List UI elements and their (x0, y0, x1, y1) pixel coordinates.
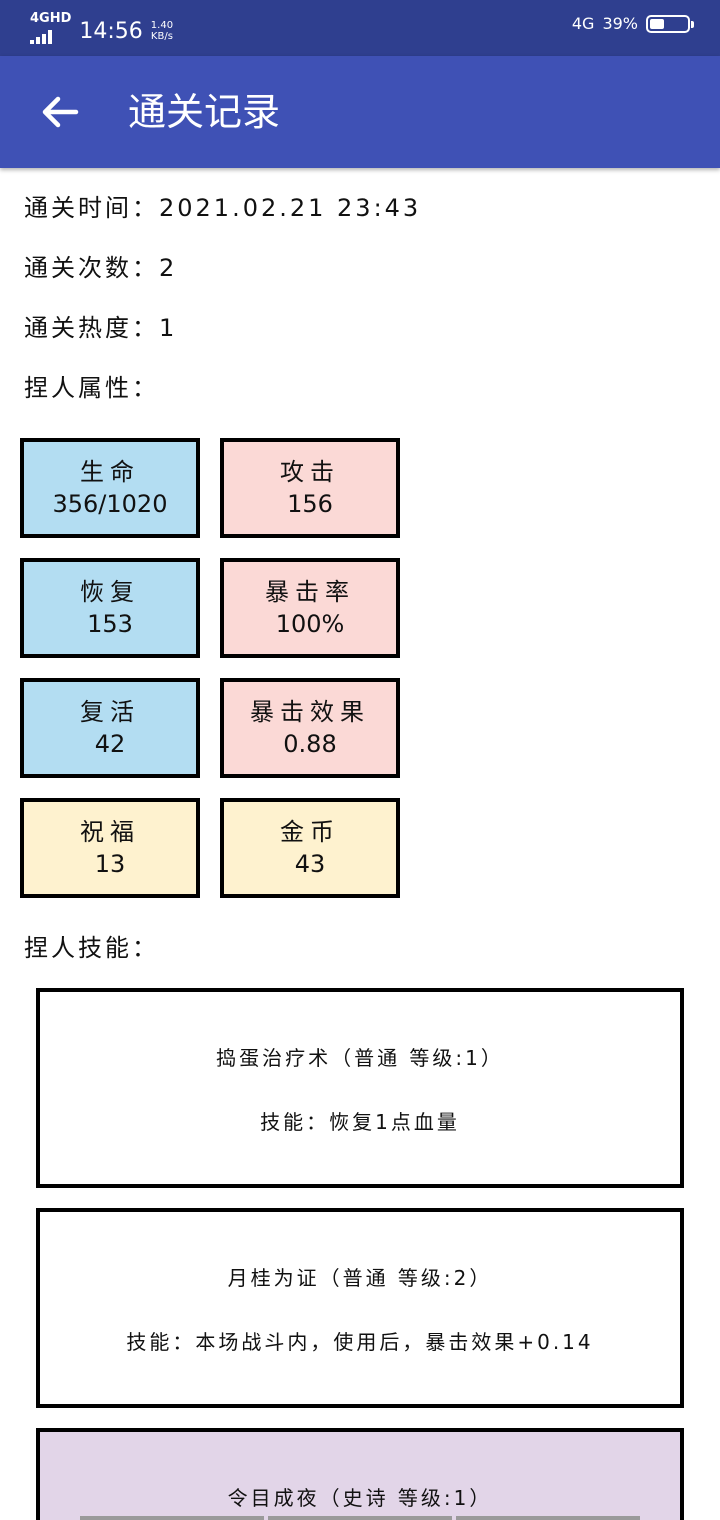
attr-card-gold: 金币 43 (220, 798, 400, 898)
attr-value: 153 (87, 610, 133, 638)
status-bar: 4GHD 14:56 1.40 KB/s 4G 39% (0, 0, 720, 56)
skill-name: 捣蛋治疗术（普通 等级:1） (216, 1046, 504, 1070)
speed-unit: KB/s (150, 31, 173, 42)
status-right: 4G 39% (571, 14, 694, 33)
skill-name: 令目成夜（史诗 等级:1） (227, 1486, 493, 1510)
attr-label: 攻击 (280, 458, 340, 486)
attr-label: 恢复 (80, 578, 140, 606)
attr-card-blessing: 祝福 13 (20, 798, 200, 898)
attr-card-crit-rate: 暴击率 100% (220, 558, 400, 658)
attr-label: 生命 (80, 458, 140, 486)
attr-value: 100% (275, 610, 345, 638)
attr-label: 暴击效果 (250, 698, 370, 726)
skill-desc: 技能：恢复1点血量 (260, 1110, 460, 1134)
attr-label: 复活 (80, 698, 140, 726)
page-title: 通关记录 (128, 90, 281, 134)
skill-card: 令目成夜（史诗 等级:1） (36, 1428, 684, 1520)
attr-value: 43 (294, 850, 326, 878)
battery-percent: 39% (602, 14, 638, 33)
skill-card: 捣蛋治疗术（普通 等级:1） 技能：恢复1点血量 (36, 988, 684, 1188)
battery-icon (646, 14, 694, 33)
clear-time: 通关时间：2021.02.21 23:43 (24, 194, 422, 222)
attr-value: 356/1020 (52, 490, 168, 518)
app-bar: 通关记录 (0, 56, 720, 168)
attr-card-hp: 生命 356/1020 (20, 438, 200, 538)
attr-value: 42 (94, 730, 126, 758)
signal-indicator: 4GHD (30, 12, 71, 50)
signal-icon (30, 30, 52, 44)
clock: 14:56 (79, 18, 143, 44)
attr-card-attack: 攻击 156 (220, 438, 400, 538)
status-left: 4GHD 14:56 1.40 KB/s (30, 12, 173, 50)
attr-card-recover: 恢复 153 (20, 558, 200, 658)
skill-name: 月桂为证（普通 等级:2） (227, 1266, 493, 1290)
bottom-overlay-bars (80, 1516, 640, 1520)
clear-heat: 通关热度：1 (24, 314, 178, 342)
skills-heading: 捏人技能： (24, 934, 159, 962)
attr-value: 0.88 (283, 730, 337, 758)
network-type-right: 4G (571, 14, 595, 33)
skill-desc: 技能：本场战斗内，使用后，暴击效果+0.14 (126, 1330, 594, 1354)
speed-value: 1.40 (150, 20, 174, 31)
network-type: 4GHD (30, 11, 72, 26)
attr-value: 13 (94, 850, 126, 878)
attr-label: 祝福 (80, 818, 140, 846)
attr-card-revive: 复活 42 (20, 678, 200, 778)
arrow-left-icon[interactable] (40, 94, 80, 130)
attr-label: 暴击率 (265, 578, 355, 606)
attr-label: 金币 (280, 818, 340, 846)
skill-card: 月桂为证（普通 等级:2） 技能：本场战斗内，使用后，暴击效果+0.14 (36, 1208, 684, 1408)
attr-card-crit-effect: 暴击效果 0.88 (220, 678, 400, 778)
attr-value: 156 (287, 490, 333, 518)
network-speed: 1.40 KB/s (151, 20, 173, 42)
attributes-heading: 捏人属性： (24, 374, 159, 402)
clear-count: 通关次数：2 (24, 254, 178, 282)
